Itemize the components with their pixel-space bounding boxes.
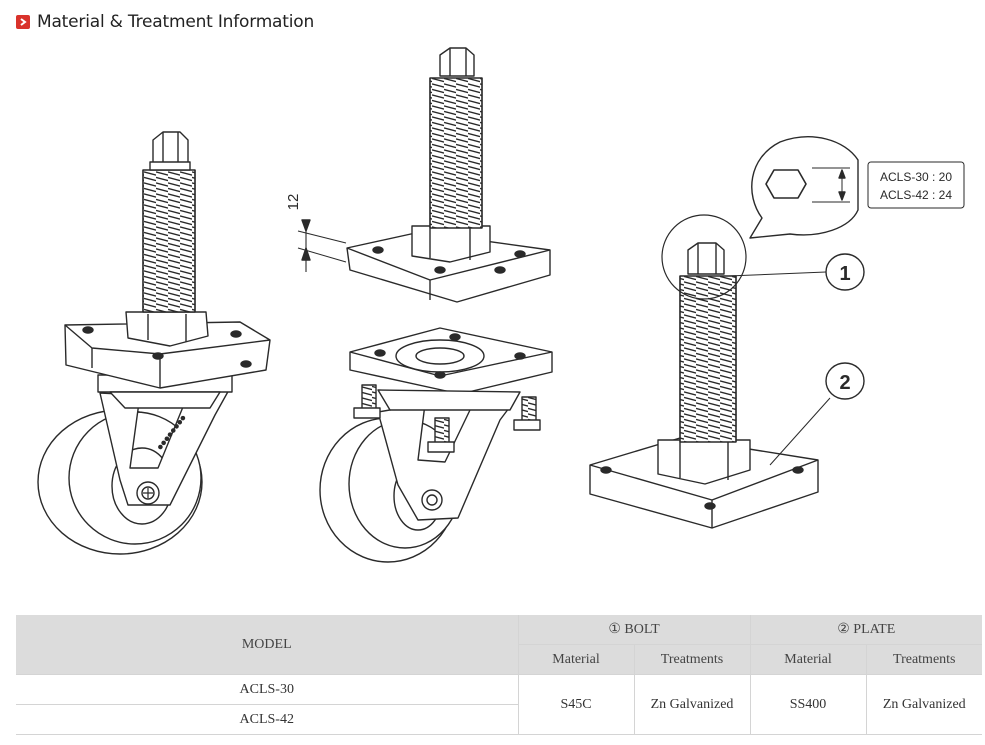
plate-material-cell: SS400 bbox=[749, 674, 867, 735]
plate-header: ② PLATE bbox=[749, 615, 983, 645]
bolt-treatment-header: Treatments bbox=[633, 644, 751, 675]
part-marker-1: 1 bbox=[839, 263, 850, 285]
plate-treatment-header: Treatments bbox=[865, 644, 983, 675]
model-cell: ACLS-30 bbox=[16, 674, 519, 705]
bolt-material-cell: S45C bbox=[517, 674, 635, 735]
caster-body-middle bbox=[319, 327, 553, 563]
bolt-treatment-cell: Zn Galvanized bbox=[633, 674, 751, 735]
bolt-header: ① BOLT bbox=[517, 615, 751, 645]
caster-technical-drawing: ●●●●●●●● bbox=[37, 47, 965, 563]
callout-line-1: ACLS-30 : 20 bbox=[880, 170, 952, 184]
part-marker-2: 2 bbox=[839, 372, 850, 394]
section-title: Material & Treatment Information bbox=[37, 12, 315, 32]
bolt-plate-assembly-middle bbox=[297, 47, 551, 303]
callout-line-2: ACLS-42 : 24 bbox=[880, 188, 952, 202]
model-cell: ACLS-42 bbox=[16, 704, 519, 735]
red-arrow-bullet-icon bbox=[16, 15, 30, 29]
assembled-caster-left: ●●●●●●●● bbox=[37, 131, 271, 555]
plate-treatment-cell: Zn Galvanized bbox=[865, 674, 983, 735]
bolt-plate-callout-right bbox=[589, 136, 965, 529]
material-treatment-table: MODEL ① BOLT ② PLATE Material Treatments… bbox=[16, 615, 983, 735]
plate-material-header: Material bbox=[749, 644, 867, 675]
section-header: Material & Treatment Information bbox=[16, 10, 314, 34]
model-header: MODEL bbox=[16, 615, 519, 675]
dimension-label: 12 bbox=[285, 194, 302, 211]
bolt-material-header: Material bbox=[517, 644, 635, 675]
